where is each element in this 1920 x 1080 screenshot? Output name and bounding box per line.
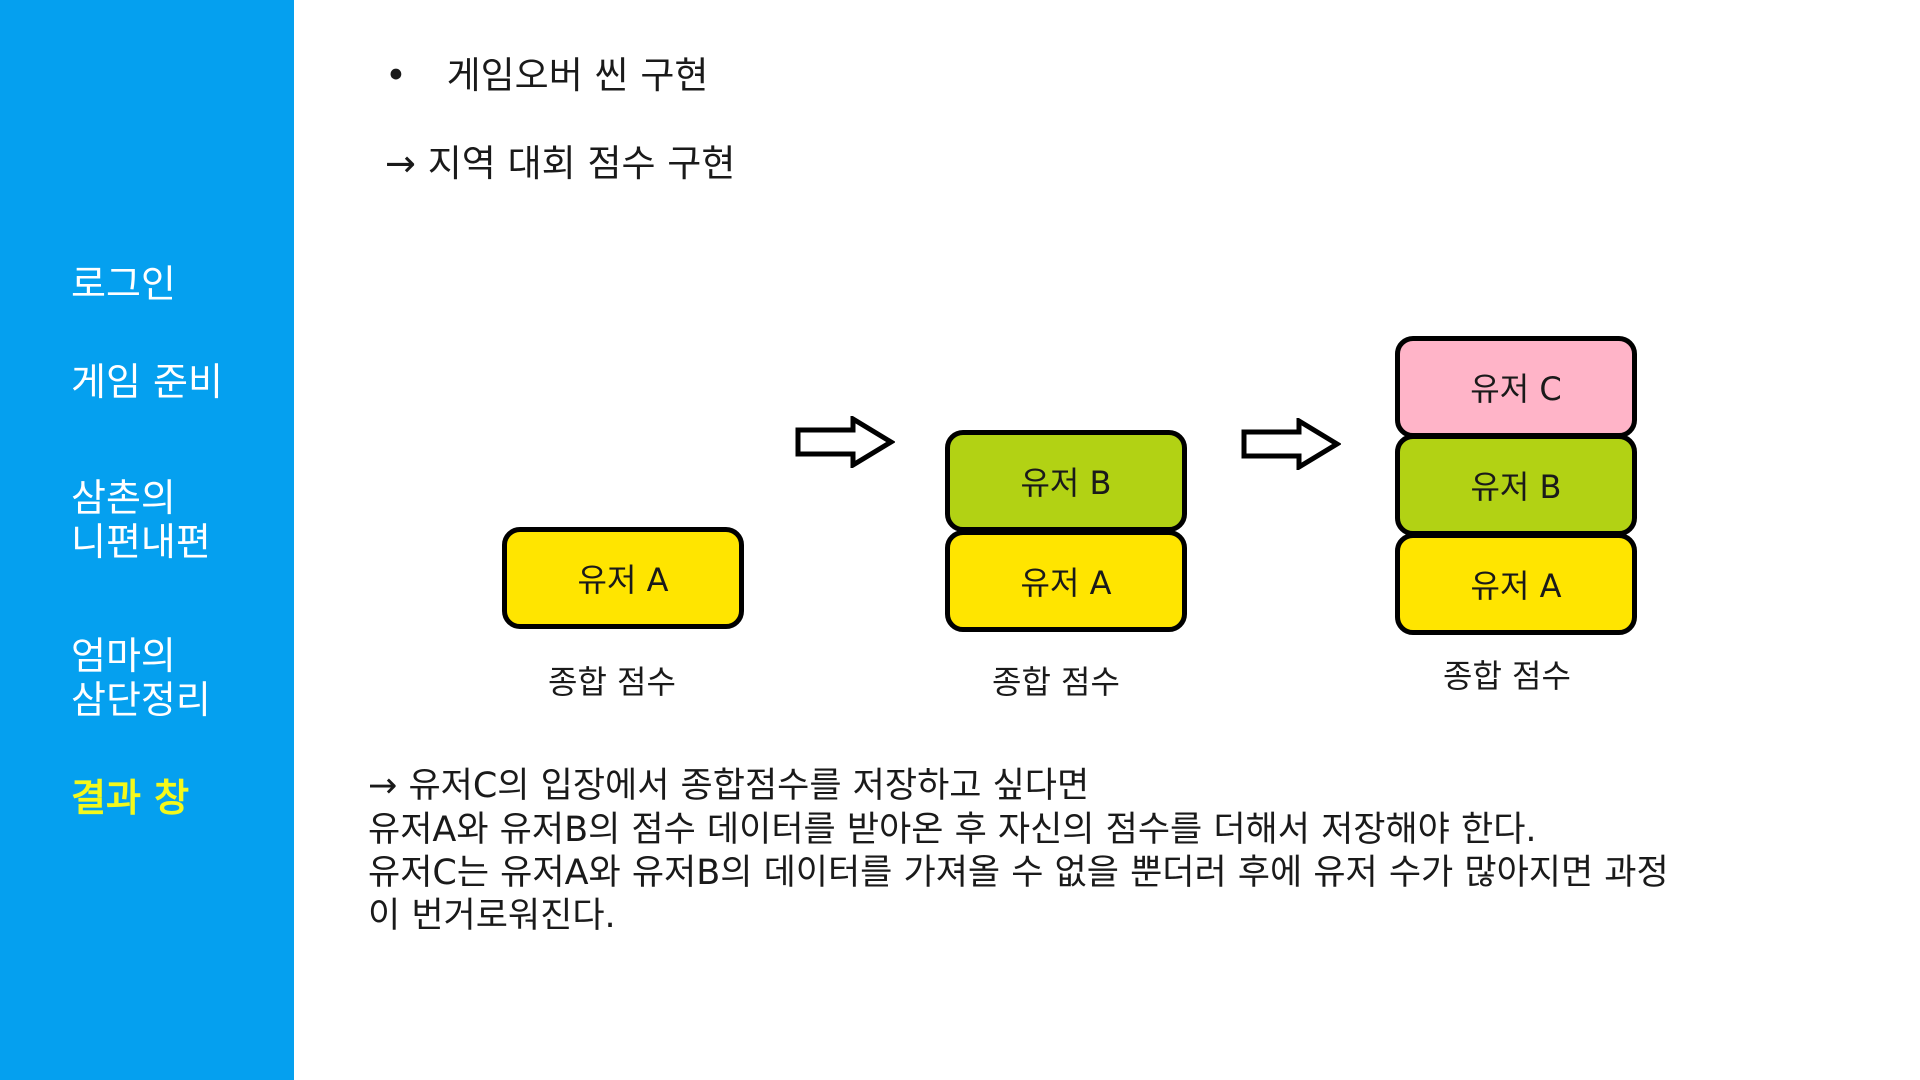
sidebar-item-label: 게임 준비: [71, 360, 223, 404]
total-score-caption: 종합 점수: [548, 663, 676, 701]
body-text-line: 이 번거로워진다.: [368, 896, 616, 936]
sidebar-item-label: 로그인: [71, 262, 176, 306]
body-text-line: → 유저C의 입장에서 종합점수를 저장하고 싶다면: [368, 766, 1090, 806]
sidebar-item-mom-sort[interactable]: 엄마의 삼단정리: [71, 634, 211, 722]
score-box-user-a: 유저 A: [502, 527, 744, 629]
sidebar-item-label: 삼단정리: [71, 678, 211, 722]
score-box-user-a: 유저 A: [945, 530, 1187, 632]
sidebar-item-label: 니편내편: [71, 520, 211, 564]
outlined-right-arrow-icon: [795, 416, 895, 468]
sidebar-item-label: 결과 창: [71, 776, 190, 820]
total-score-caption: 종합 점수: [992, 663, 1120, 701]
score-box-user-c: 유저 C: [1395, 336, 1637, 438]
sidebar-item-uncle-team[interactable]: 삼촌의 니편내편: [71, 476, 211, 564]
sidebar-item-label: 엄마의: [71, 634, 176, 678]
score-box-user-b: 유저 B: [1395, 434, 1637, 536]
score-box-user-b: 유저 B: [945, 430, 1187, 532]
sidebar: 로그인 게임 준비 삼촌의 니편내편 엄마의 삼단정리 결과 창: [0, 0, 294, 1080]
score-box-label: 유저 B: [1020, 464, 1112, 502]
body-text-line: 유저A와 유저B의 점수 데이터를 받아온 후 자신의 점수를 더해서 저장해야…: [368, 810, 1537, 850]
sub-heading: → 지역 대회 점수 구현: [385, 142, 736, 185]
bullet-heading-text: 게임오버 씬 구현: [446, 54, 709, 97]
score-box-label: 유저 A: [1020, 564, 1112, 602]
score-box-user-a: 유저 A: [1395, 533, 1637, 635]
bullet-heading: • 게임오버 씬 구현: [385, 54, 708, 98]
bullet-icon: •: [385, 54, 407, 97]
body-text-line: 유저C는 유저A와 유저B의 데이터를 가져올 수 없을 뿐더러 후에 유저 수…: [368, 853, 1669, 893]
score-box-label: 유저 B: [1470, 468, 1562, 506]
sidebar-item-label: 삼촌의: [71, 476, 176, 520]
score-box-label: 유저 A: [1470, 567, 1562, 605]
total-score-caption: 종합 점수: [1443, 657, 1571, 695]
score-box-label: 유저 A: [577, 561, 669, 599]
outlined-right-arrow-icon: [1241, 418, 1341, 470]
sidebar-item-login[interactable]: 로그인: [71, 262, 176, 306]
sidebar-item-results[interactable]: 결과 창: [71, 776, 189, 820]
sidebar-item-game-prep[interactable]: 게임 준비: [71, 360, 223, 404]
score-box-label: 유저 C: [1470, 370, 1562, 408]
